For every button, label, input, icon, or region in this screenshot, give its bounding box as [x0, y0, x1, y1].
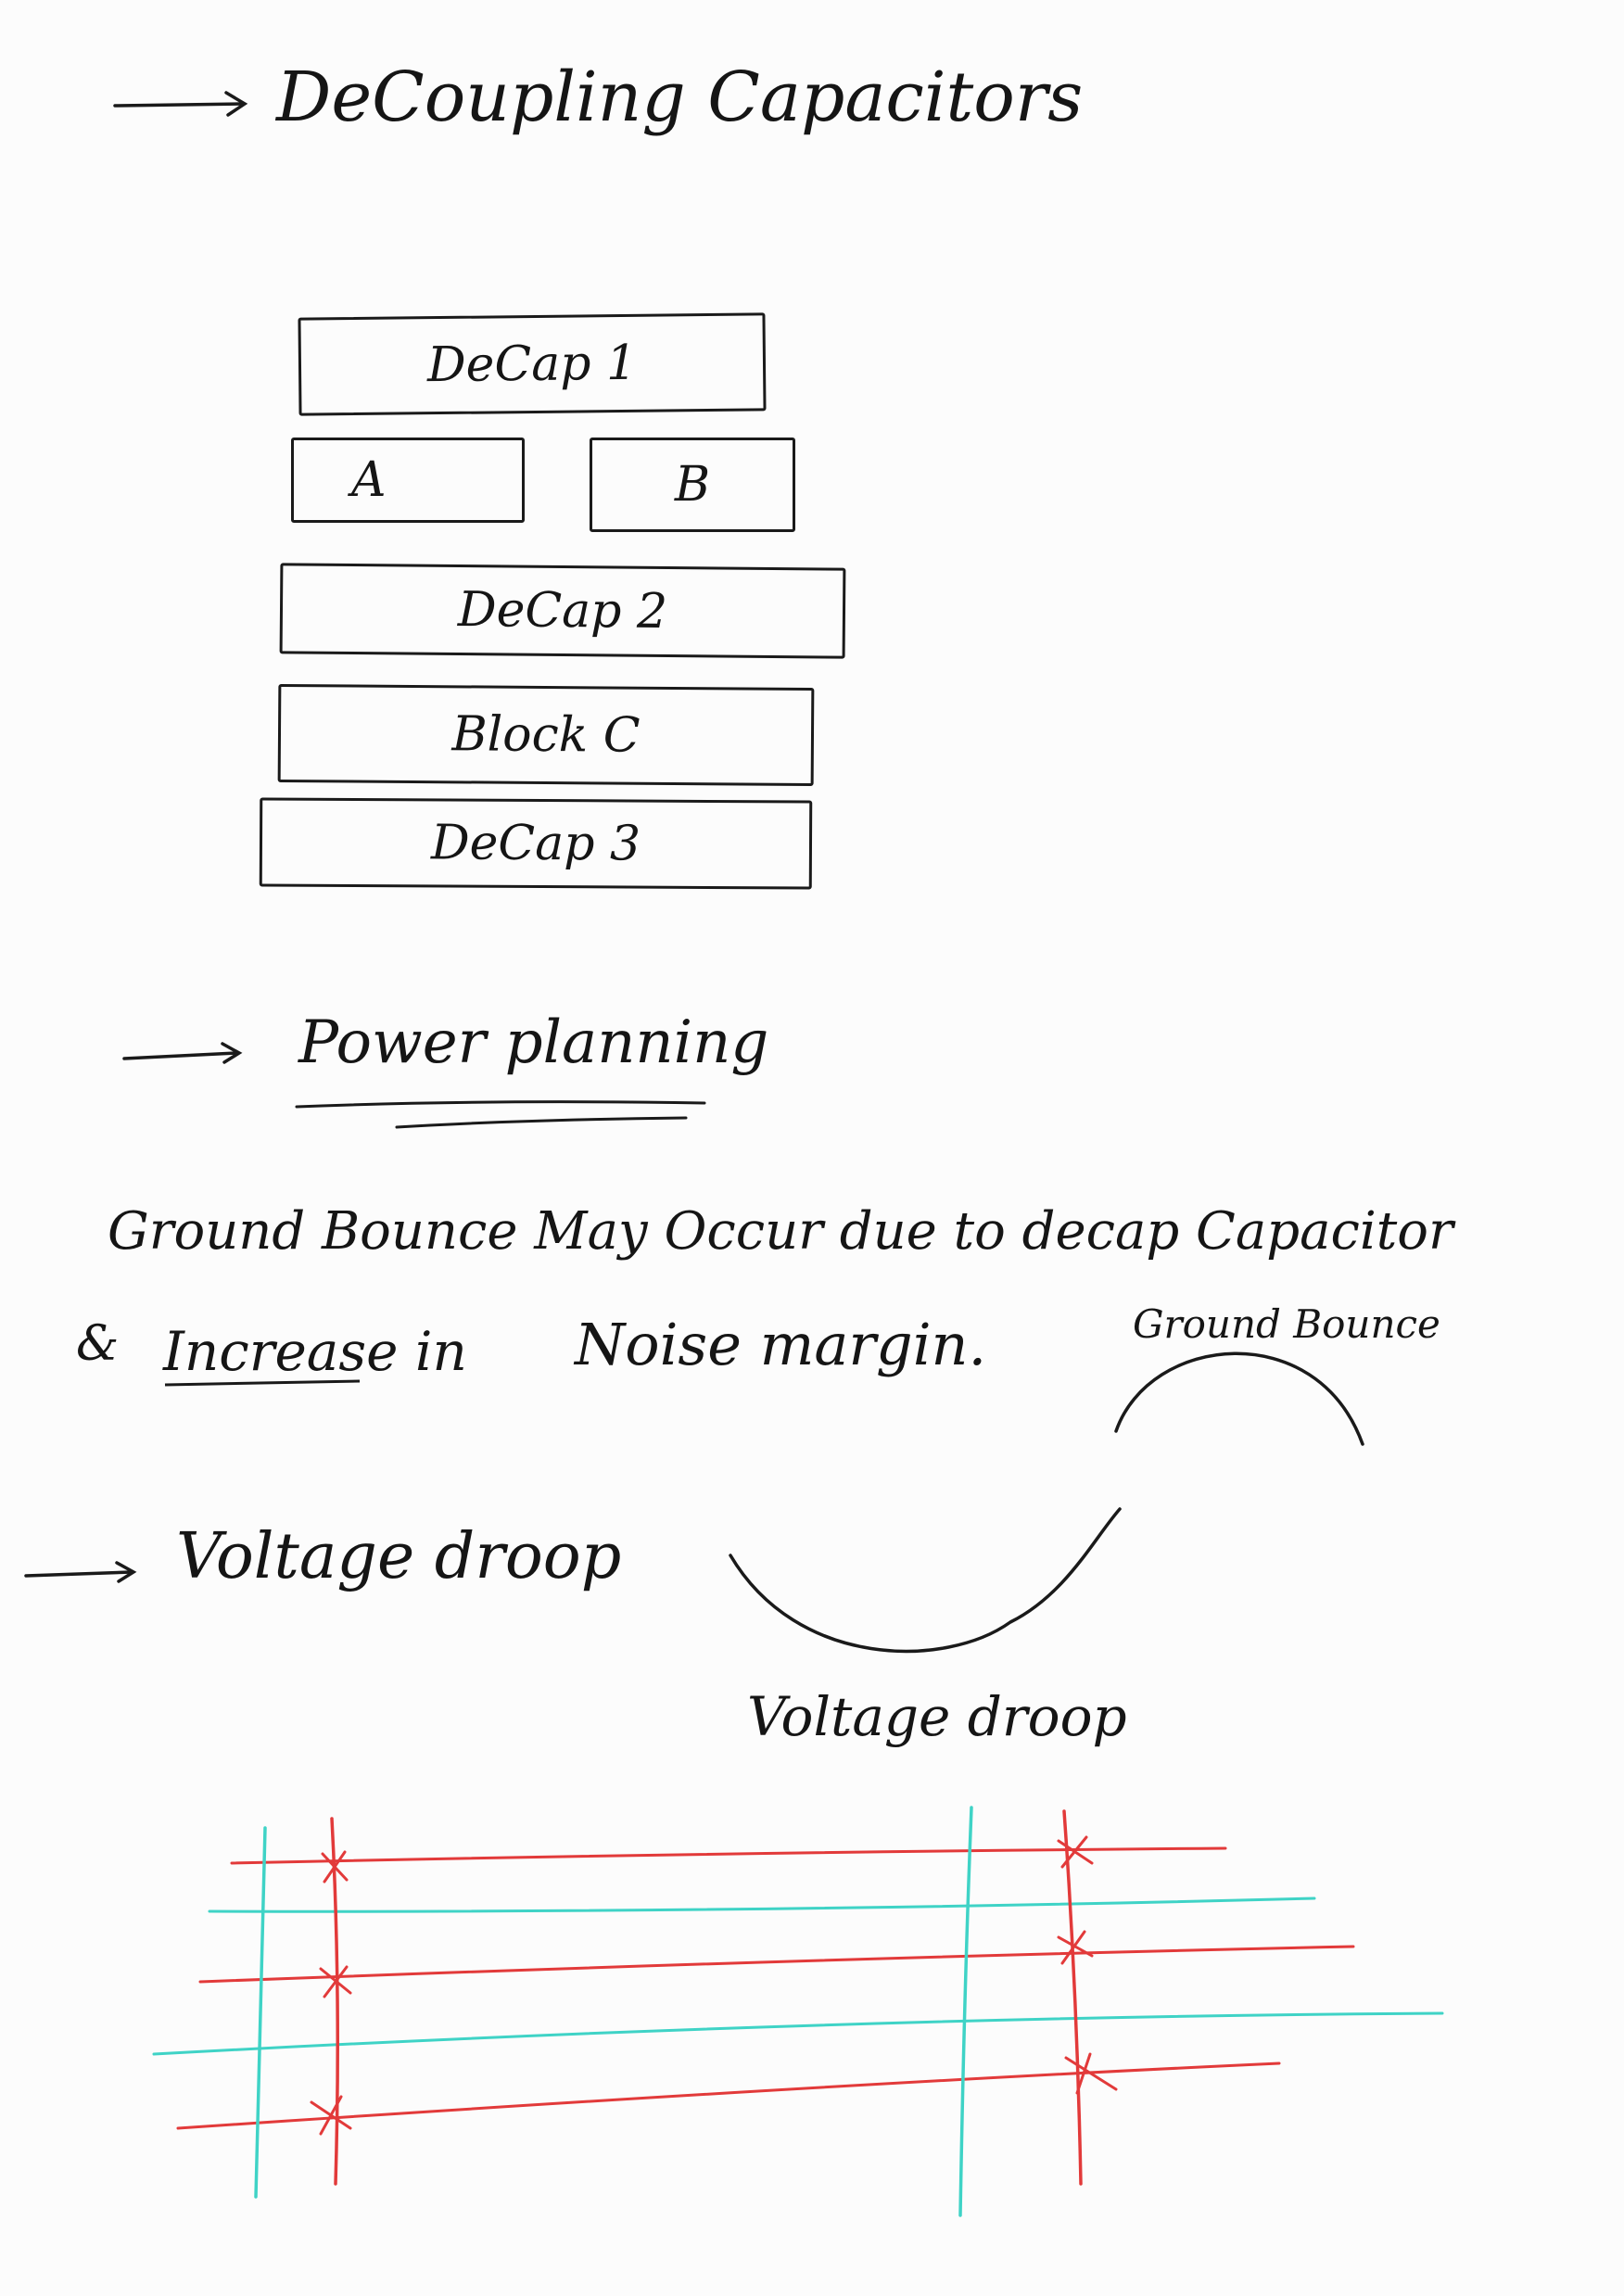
voltage-droop-label: Voltage droop [747, 1685, 1127, 1748]
power-rails [176, 1846, 1355, 2130]
block-b: B [590, 438, 795, 532]
section-title-voltage-droop: Voltage droop [176, 1520, 622, 1593]
voltage-droop-curve [729, 1507, 1122, 1654]
arrow-icon [122, 1042, 243, 1064]
section-title-power-planning: Power planning [298, 1008, 769, 1077]
ground-bounce-curve [1114, 1351, 1364, 1446]
block-label: DeCap 1 [426, 335, 638, 394]
block-a: A [291, 438, 525, 523]
arrow-icon [113, 91, 248, 117]
ground-bounce-label: Ground Bounce [1133, 1301, 1440, 1347]
decap-block-3: DeCap 3 [259, 797, 813, 890]
block-label: Block C [451, 706, 641, 764]
ground-stripes [254, 1806, 973, 2217]
decap-block-1: DeCap 1 [298, 312, 767, 416]
block-label: A [351, 452, 387, 508]
note-line-2-noise: Noise margin. [575, 1311, 987, 1378]
title-underline [295, 1100, 706, 1129]
via-marks [310, 1835, 1118, 2136]
section-title-decoupling: DeCoupling Capacitors [276, 57, 1084, 137]
note-line-1: Ground Bounce May Occur due to decap Cap… [108, 1201, 1453, 1262]
block-label: DeCap 3 [430, 815, 641, 872]
note-line-2-prefix: & [76, 1316, 120, 1372]
word-underline [164, 1379, 361, 1387]
block-label: B [674, 457, 711, 513]
note-line-2-increase: Increase in [163, 1320, 467, 1383]
block-c: Block C [277, 683, 815, 787]
arrow-icon [24, 1561, 137, 1583]
decap-block-2: DeCap 2 [279, 563, 846, 659]
ground-rails [152, 1896, 1444, 2056]
block-label: DeCap 2 [457, 582, 668, 640]
